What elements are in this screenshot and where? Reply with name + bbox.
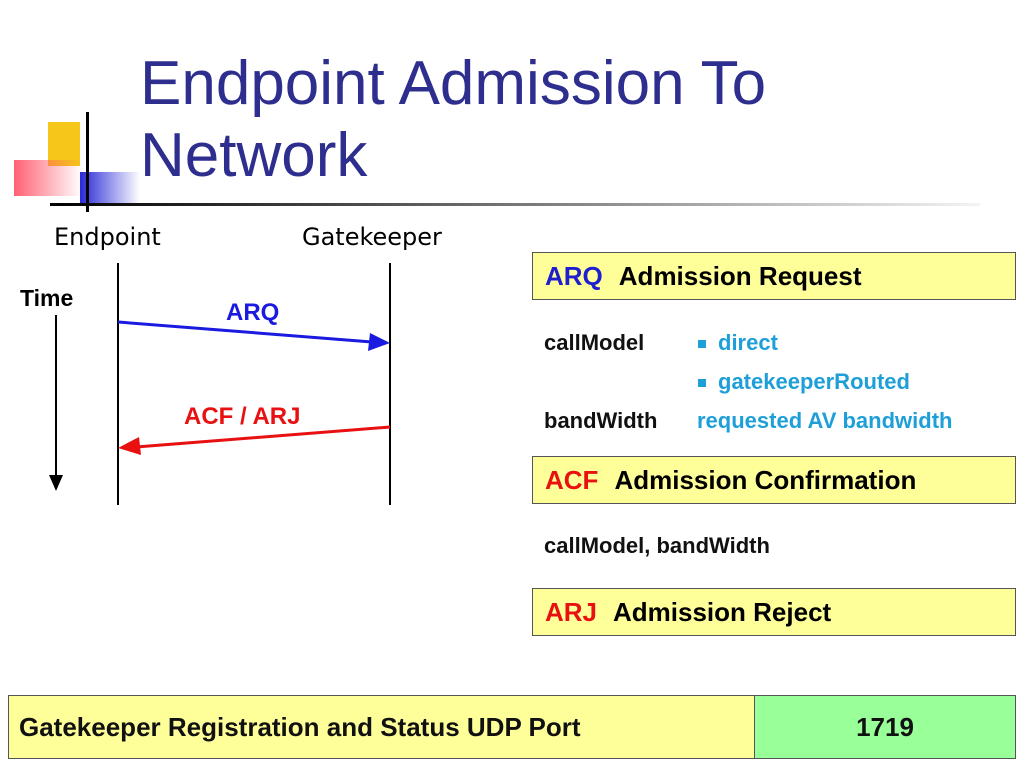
acf-code: ACF: [545, 464, 599, 495]
port-table-value: 1719: [755, 696, 1015, 758]
title-decoration-logo: [0, 100, 140, 220]
slide-title: Endpoint Admission To Network: [140, 49, 767, 190]
acf-arj-message-label: ACF / ARJ: [184, 403, 301, 430]
response-arrowhead: [118, 437, 141, 455]
sequence-diagram: Endpoint Gatekeeper Time ARQ ACF / ARJ: [0, 215, 520, 515]
response-arrow-line: [135, 425, 391, 449]
arq-message-label: ARQ: [226, 299, 280, 326]
callmodel-value-direct: direct: [698, 330, 778, 356]
arq-arrow-line: [117, 320, 373, 344]
arq-code: ARQ: [545, 260, 603, 291]
acf-fields: callModel, bandWidth: [544, 533, 770, 558]
bullet-icon: [698, 379, 706, 388]
acf-box: ACF Admission Confirmation: [532, 456, 1016, 504]
arj-code: ARJ: [545, 596, 598, 627]
arq-box: ARQ Admission Request: [532, 252, 1016, 300]
callmodel-key: callModel: [544, 330, 645, 355]
time-label: Time: [20, 285, 74, 311]
arj-box: ARJ Admission Reject: [532, 588, 1016, 636]
port-table-label: Gatekeeper Registration and Status UDP P…: [9, 696, 755, 758]
arq-arrowhead: [368, 333, 390, 351]
endpoint-label: Endpoint: [54, 223, 161, 251]
bandwidth-value: requested AV bandwidth: [697, 408, 953, 433]
title-underline: [50, 203, 980, 206]
bullet-icon: [698, 340, 706, 349]
acf-name: Admission Confirmation: [614, 464, 917, 495]
sequence-diagram-canvas: [49, 263, 391, 505]
bandwidth-key: bandWidth: [544, 408, 658, 433]
arq-name: Admission Request: [618, 260, 862, 291]
time-axis-arrowhead: [49, 475, 63, 491]
callmodel-value-gatekeeperrouted: gatekeeperRouted: [698, 369, 910, 395]
arj-name: Admission Reject: [613, 596, 832, 627]
gatekeeper-label: Gatekeeper: [302, 223, 442, 251]
port-table: Gatekeeper Registration and Status UDP P…: [8, 695, 1016, 759]
